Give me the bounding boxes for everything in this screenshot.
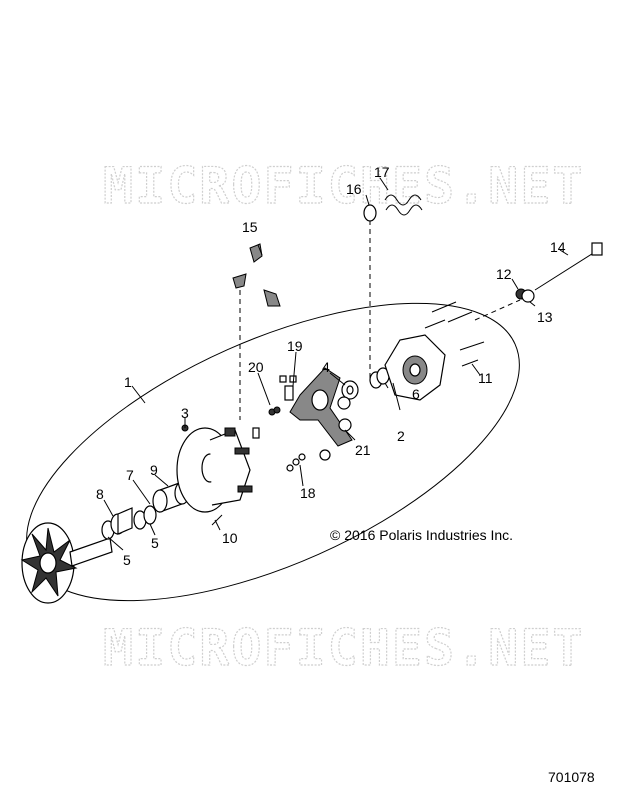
bushing-part-8 [110, 507, 133, 535]
callout-16: 16 [346, 181, 362, 197]
callout-20: 20 [248, 359, 264, 375]
callout-19: 19 [287, 338, 303, 354]
callout-5-lower: 5 [123, 552, 131, 568]
watermark-top: MICROFICHES.NET [103, 157, 585, 215]
document-number: 701078 [548, 769, 595, 785]
callout-9: 9 [150, 462, 158, 478]
callout-12: 12 [496, 266, 512, 282]
pin-part-10 [211, 514, 223, 526]
watermark-bottom: MICROFICHES.NET [103, 619, 585, 677]
weight-parts-15 [232, 243, 281, 307]
washer-parts-18 [286, 453, 306, 472]
washer-part-13 [521, 289, 535, 303]
callout-17: 17 [374, 164, 390, 180]
callout-2: 2 [397, 428, 405, 444]
copyright-text: © 2016 Polaris Industries Inc. [330, 527, 513, 543]
callout-18: 18 [300, 485, 316, 501]
callout-13: 13 [537, 309, 553, 325]
assembly-outline [26, 302, 520, 602]
callout-6: 6 [412, 386, 420, 402]
callout-14: 14 [550, 239, 566, 255]
callout-1: 1 [124, 374, 132, 390]
bolt-parts-11 [424, 301, 485, 367]
leader-lines [103, 177, 569, 551]
callout-7: 7 [126, 467, 134, 483]
moveable-sheave-part [176, 427, 253, 513]
callout-4: 4 [322, 359, 330, 375]
bolt-part-14 [534, 242, 603, 291]
cover-part [384, 334, 446, 401]
alignment-line-c [474, 299, 521, 321]
callout-10: 10 [222, 530, 238, 546]
callout-11: 11 [478, 370, 493, 386]
fan-sheave-part [20, 522, 113, 604]
nut-part-4 [337, 380, 359, 410]
spider-part [289, 367, 353, 461]
callout-8: 8 [96, 486, 104, 502]
callout-3: 3 [181, 405, 189, 421]
callout-5-upper: 5 [151, 535, 159, 551]
ring-part-16 [363, 204, 377, 222]
spring-part-17 [384, 194, 423, 216]
callout-21: 21 [355, 442, 371, 458]
callout-15: 15 [242, 219, 258, 235]
small-parts-19-20 [252, 375, 297, 439]
